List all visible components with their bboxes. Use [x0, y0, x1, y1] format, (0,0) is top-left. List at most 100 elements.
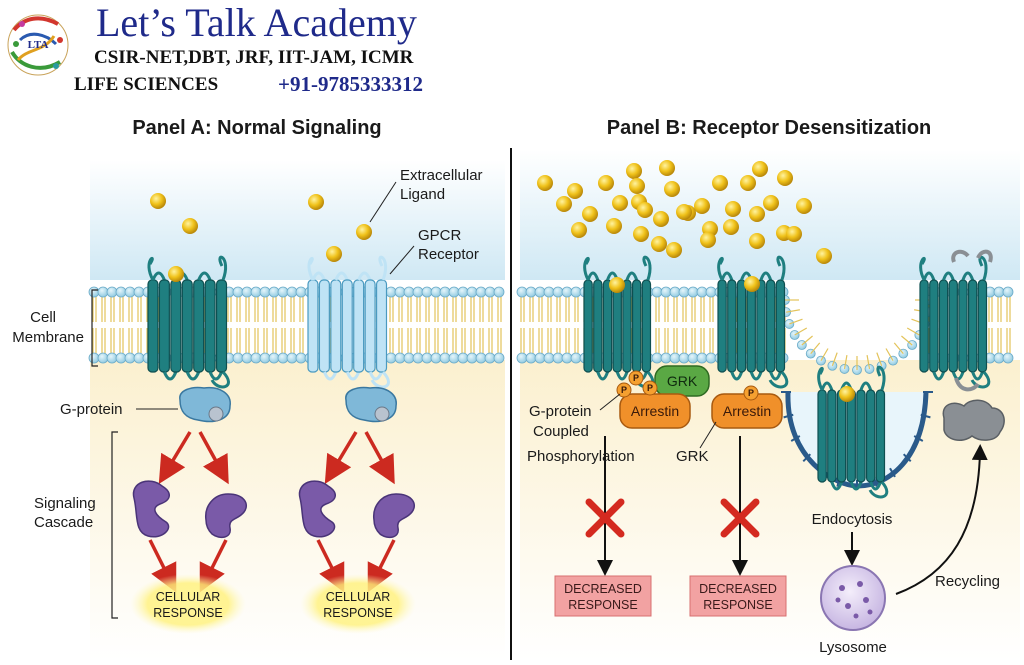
exam-list: CSIR-NET,DBT, JRF, IIT-JAM, ICMR — [94, 47, 414, 68]
ligand — [356, 224, 372, 240]
lysosome — [820, 565, 886, 631]
kinase-4 — [373, 493, 416, 539]
ligand — [571, 222, 587, 238]
panel-b: GRK Arrestin P P P Arrestin P — [527, 160, 1005, 656]
ligand — [763, 195, 779, 211]
ligand — [653, 211, 669, 227]
phosphate-label: P — [748, 388, 754, 398]
label-cascade: Cascade — [34, 514, 93, 531]
label-recycling: Recycling — [935, 573, 1000, 590]
leader-line-receptor — [389, 245, 415, 275]
ligand — [749, 233, 765, 249]
phosphate-label: P — [647, 383, 653, 393]
arrestin-label: Arrestin — [723, 403, 771, 419]
ligand — [752, 161, 768, 177]
ligand — [606, 218, 622, 234]
cellular-response-glow-1 — [130, 574, 246, 634]
label-endocytosis: Endocytosis — [812, 511, 893, 528]
gpcr-receptor-internalized — [817, 365, 889, 499]
label-phosphorylation: Phosphorylation — [527, 448, 635, 465]
leader-line-coupled — [599, 393, 621, 411]
ligand — [598, 175, 614, 191]
kinase-1 — [132, 480, 170, 538]
ligand — [556, 196, 572, 212]
label-cell: Cell — [30, 309, 56, 326]
decreased-response-box-2 — [689, 575, 787, 617]
bound-ligand — [744, 276, 760, 292]
ligand — [629, 178, 645, 194]
decreased-line1: DECREASED — [564, 582, 642, 596]
cellular-response-line2: RESPONSE — [153, 606, 222, 620]
membrane-bracket — [91, 289, 98, 367]
ligand — [664, 181, 680, 197]
ligand — [676, 204, 692, 220]
ligand — [150, 193, 166, 209]
g-protein-a2 — [345, 386, 397, 423]
ligand — [659, 160, 675, 176]
ligand — [626, 163, 642, 179]
arrestin-label: Arrestin — [631, 403, 679, 419]
ligand — [694, 198, 710, 214]
label-ligand: Ligand — [400, 186, 445, 203]
decreased-line1: DECREASED — [699, 582, 777, 596]
bound-ligand — [609, 277, 625, 293]
ligand — [700, 232, 716, 248]
phosphate-label: P — [633, 373, 639, 383]
phosphate-label: P — [621, 385, 627, 395]
kinase-2 — [205, 493, 248, 539]
label-g-protein-coupled-1: G-protein — [529, 403, 592, 420]
recycling-arrow — [895, 444, 988, 595]
cellular-response-line2: RESPONSE — [323, 606, 392, 620]
ligand-cloud — [537, 160, 832, 264]
ligand — [637, 202, 653, 218]
ligand — [612, 195, 628, 211]
label-lysosome: Lysosome — [819, 639, 887, 656]
grk-label: GRK — [667, 373, 698, 389]
decreased-line2: RESPONSE — [568, 598, 637, 612]
decreased-response-box-1 — [554, 575, 652, 617]
label-gpcr: GPCR — [418, 227, 462, 244]
block-x-icon — [720, 498, 760, 538]
logo-text: LTA — [28, 39, 49, 51]
ligand — [666, 242, 682, 258]
panel-a-title: Panel A: Normal Signaling — [132, 117, 381, 139]
label-g-protein-coupled-2: Coupled — [533, 423, 589, 440]
cascade-arrows-a2 — [316, 431, 396, 593]
ligand — [816, 248, 832, 264]
ligand — [633, 226, 649, 242]
ligand — [723, 219, 739, 235]
phone-number: +91-9785333312 — [278, 72, 423, 96]
phosphate-groups-1: P P P — [616, 370, 658, 398]
panel-a: CELLULAR RESPONSE CELLULAR RESPONSE Extr… — [12, 167, 483, 634]
gpcr-receptor-arrestin-bound — [717, 255, 789, 389]
label-membrane: Membrane — [12, 329, 84, 346]
cascade-arrows-a1 — [148, 431, 229, 593]
ligand — [308, 194, 324, 210]
ligand — [749, 206, 765, 222]
label-signaling: Signaling — [34, 495, 96, 512]
bound-ligand — [839, 386, 855, 402]
recycled-g-protein — [942, 249, 1005, 442]
arrestin-1: Arrestin — [619, 393, 691, 429]
subject-label: LIFE SCIENCES — [74, 74, 218, 95]
ligand — [712, 175, 728, 191]
decreased-line2: RESPONSE — [703, 598, 772, 612]
g-protein-a1 — [179, 386, 231, 423]
ligand — [537, 175, 553, 191]
ligand — [777, 170, 793, 186]
academy-logo: LTA — [7, 14, 69, 76]
ligand — [582, 206, 598, 222]
ligand — [725, 201, 741, 217]
cascade-bracket — [111, 431, 118, 619]
leader-line-ligand — [369, 181, 397, 223]
ligand — [326, 246, 342, 262]
ligand — [567, 183, 583, 199]
cellular-response-line1: CELLULAR — [326, 590, 391, 604]
academy-title: Let’s Talk Academy — [96, 0, 417, 45]
bound-ligand — [168, 266, 184, 282]
label-extracellular: Extracellular — [400, 167, 483, 184]
kinase-3 — [298, 480, 336, 538]
gpcr-receptor-inactive — [307, 255, 390, 389]
panel-b-title: Panel B: Receptor Desensitization — [607, 117, 932, 139]
ligand — [786, 226, 802, 242]
